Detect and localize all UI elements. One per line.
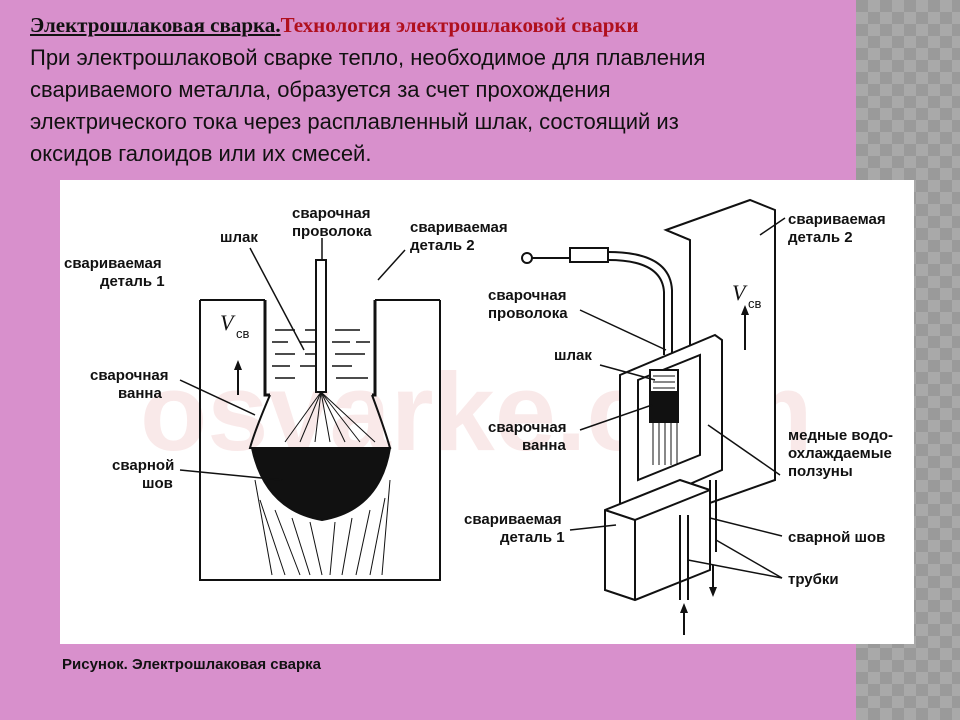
right-leader-wire (579, 309, 667, 351)
title-dot: . (275, 13, 281, 37)
left-label-seam-1: сварной (112, 457, 174, 474)
left-gap-left-wall (263, 300, 270, 397)
left-label-slag: шлак (220, 229, 258, 246)
right-leader-tubes-a (687, 559, 783, 579)
left-label-wire-1: сварочная (292, 205, 371, 222)
left-velocity-arrowhead (234, 360, 242, 370)
right-leader-seam (709, 517, 783, 537)
right-label-seam: сварной шов (788, 529, 885, 546)
body-line: свариваемого металла, образуется за счет… (30, 77, 611, 102)
left-leader-part2 (377, 249, 406, 281)
right-slag-hatch (653, 375, 675, 389)
body-line: оксидов галоидов или их смесей. (30, 141, 372, 166)
left-label-part1-1: свариваемая (64, 255, 162, 272)
right-label-slag: шлак (554, 347, 592, 364)
left-leader-seam (179, 469, 283, 481)
left-label-velocity-sub: св (236, 326, 250, 341)
left-label-part2-1: свариваемая (410, 219, 508, 236)
right-leader-slag (599, 364, 656, 381)
right-leader-tubes-b (715, 539, 783, 579)
right-label-velocity-sub: св (748, 296, 762, 311)
right-label-part2-1: свариваемая (788, 211, 886, 228)
right-wire-tube-outer (607, 251, 673, 355)
right-leader-pool (579, 404, 653, 431)
left-diagram (179, 238, 441, 581)
right-velocity-arrowhead (741, 305, 749, 315)
figure-panel: osvarke.com (60, 180, 914, 644)
right-part1-edge-a (604, 509, 636, 521)
left-weld-pool (250, 447, 392, 522)
right-label-sliders-3: ползуны (788, 463, 853, 480)
figure-caption: Рисунок. Электрошлаковая сварка (62, 656, 321, 673)
right-label-wire-2: проволока (488, 305, 568, 322)
right-flow-arrowhead-down (709, 587, 717, 597)
left-label-velocity: V (220, 310, 236, 335)
right-label-part1-1: свариваемая (464, 511, 562, 528)
right-seam-hatch (652, 422, 678, 465)
left-label-part1-2: деталь 1 (100, 273, 165, 290)
right-weld-pool (649, 391, 679, 423)
left-slag-hatch (272, 329, 370, 379)
left-arc-rays (284, 391, 376, 443)
left-label-pool-1: сварочная (90, 367, 169, 384)
slide-heading: Электрошлаковая сварка.Технология электр… (30, 12, 850, 38)
right-wire-tube-inner (607, 259, 665, 355)
right-label-velocity: V (732, 280, 748, 305)
right-part1-edge-c (634, 489, 711, 521)
right-leader-part2 (759, 217, 786, 236)
title-subtitle: Технология электрошлаковой сварки (280, 13, 639, 37)
right-label-part2-2: деталь 2 (788, 229, 853, 246)
left-label-wire-2: проволока (292, 223, 372, 240)
left-label-part2-2: деталь 2 (410, 237, 475, 254)
right-flow-arrowhead-up (680, 603, 688, 613)
figure-svg: osvarke.com (64, 198, 893, 635)
right-leader-part1 (569, 524, 617, 531)
left-leader-slag (249, 247, 305, 351)
body-paragraph: При электрошлаковой сварке тепло, необхо… (30, 42, 850, 170)
left-label-seam-2: шов (142, 475, 173, 492)
right-nozzle-ring (521, 252, 533, 264)
right-wire-holder (569, 247, 609, 263)
right-part1-block (604, 478, 711, 602)
right-label-part1-2: деталь 1 (500, 529, 565, 546)
title-main: Электрошлаковая сварка (30, 13, 276, 37)
left-seam-hatch (254, 479, 391, 576)
right-diagram (521, 198, 786, 635)
left-part1-outline (199, 300, 441, 581)
right-label-pool-2: ванна (522, 437, 566, 454)
body-line: При электрошлаковой сварке тепло, необхо… (30, 45, 706, 70)
right-label-sliders-2: охлаждаемые (788, 445, 892, 462)
right-label-pool-1: сварочная (488, 419, 567, 436)
right-label-tubes: трубки (788, 571, 839, 588)
right-label-sliders-1: медные водо- (788, 427, 893, 444)
left-leader-pool (179, 379, 256, 416)
right-label-wire-1: сварочная (488, 287, 567, 304)
right-slag-block (649, 369, 679, 393)
body-line: электрического тока через расплавленный … (30, 109, 679, 134)
right-leader-sliders (707, 424, 781, 476)
left-label-pool-2: ванна (118, 385, 162, 402)
right-part2-edge (665, 229, 691, 241)
left-welding-wire (315, 259, 327, 393)
